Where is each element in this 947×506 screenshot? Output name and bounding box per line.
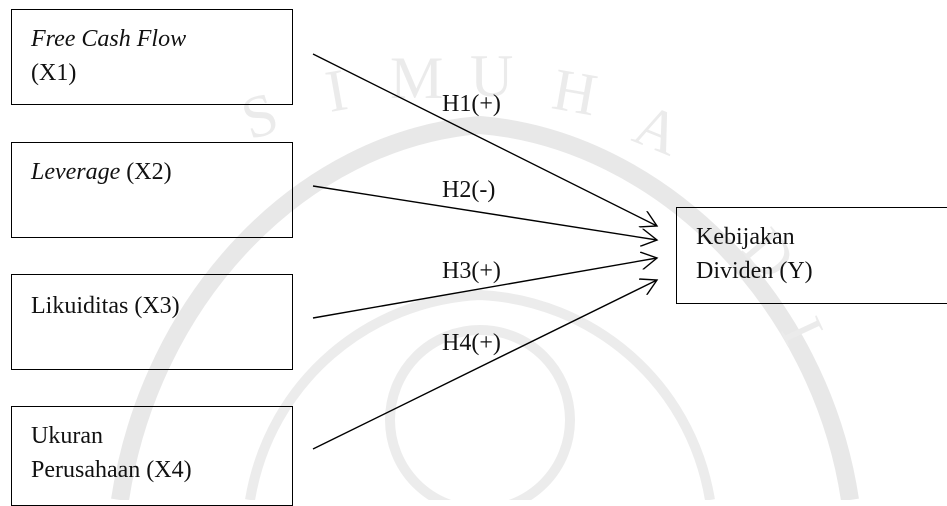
arrow-h1 [312, 53, 657, 226]
variable-box-x1: Free Cash Flow (X1) [11, 9, 293, 105]
arrow-h2 [312, 185, 657, 240]
variable-x2-code: (X2) [126, 159, 172, 185]
variable-y-line1: Kebijakan [696, 224, 795, 250]
variable-y-line2: Dividen (Y) [696, 258, 813, 284]
variable-x1-name: Free Cash Flow [31, 26, 187, 52]
hypothesis-label-h1: H1(+) [442, 91, 501, 117]
variable-box-x4: Ukuran Perusahaan (X4) [11, 406, 293, 506]
svg-text:M: M [390, 45, 443, 111]
variable-box-x2: Leverage (X2) [11, 142, 293, 238]
variable-x2-name: Leverage [31, 159, 121, 185]
svg-text:U: U [470, 43, 513, 109]
variable-x4-line2: Perusahaan (X4) [31, 457, 192, 483]
variable-x3-name: Likuiditas (X3) [31, 293, 180, 319]
arrow-h3 [312, 258, 657, 319]
hypothesis-label-h3: H3(+) [442, 258, 501, 284]
arrow-h4 [312, 280, 657, 450]
hypothesis-label-h2: H2(-) [442, 177, 496, 203]
variable-box-x3: Likuiditas (X3) [11, 274, 293, 370]
hypothesis-label-h4: H4(+) [442, 330, 501, 356]
variable-box-y: Kebijakan Dividen (Y) [676, 207, 947, 304]
variable-x4-line1: Ukuran [31, 423, 103, 449]
variable-x1-code: (X1) [31, 60, 77, 86]
